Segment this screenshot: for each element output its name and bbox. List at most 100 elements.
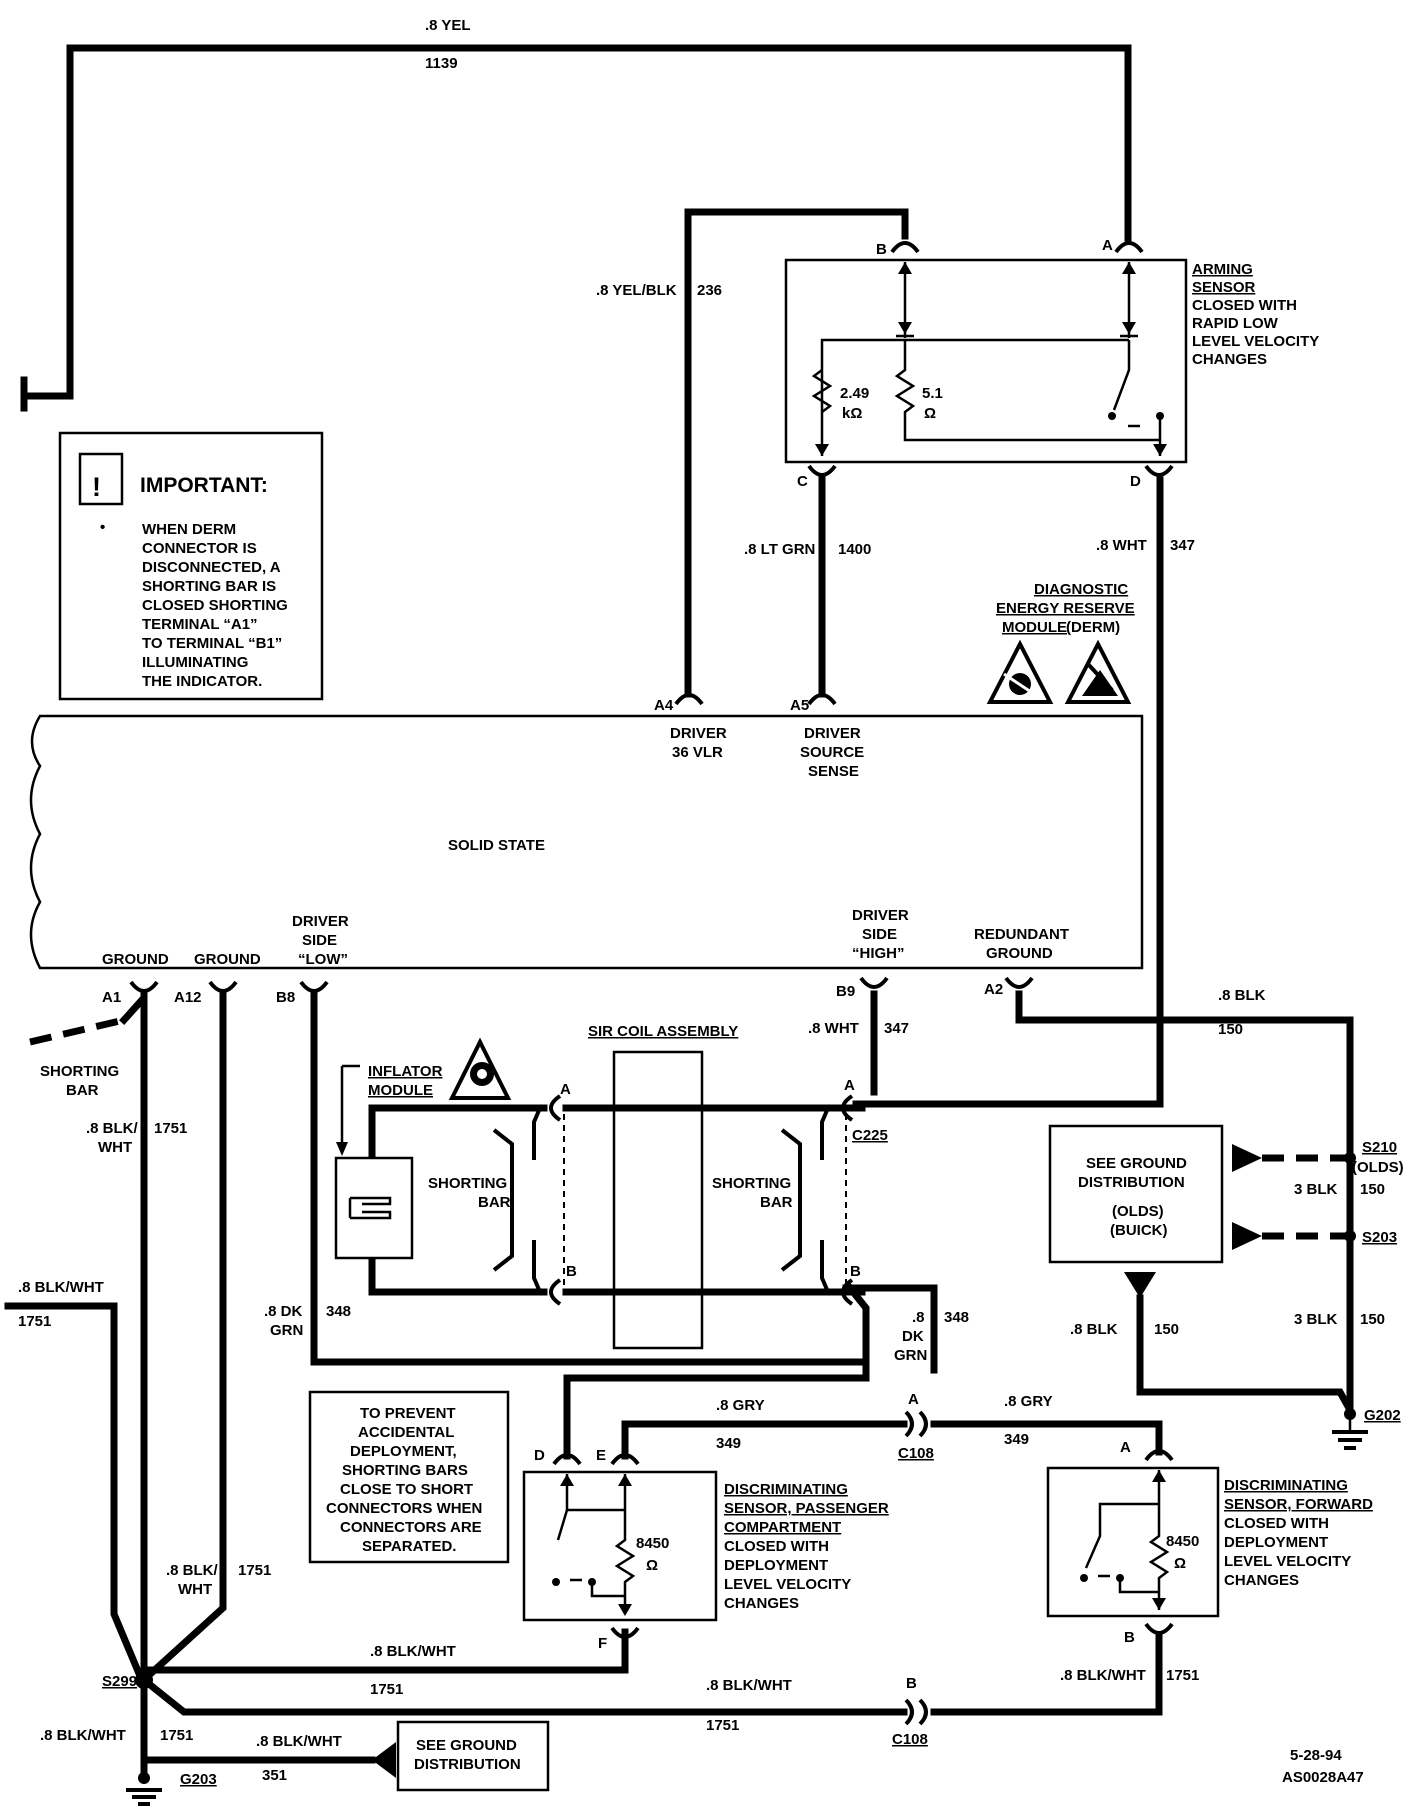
wire-1139: .8 YEL 1139	[20, 17, 1132, 412]
disc-pass-res-unit: Ω	[646, 1557, 658, 1574]
wire-348-right-color-1: .8	[912, 1309, 925, 1326]
wire-348-left-color-2: GRN	[270, 1322, 303, 1339]
wire-150-grd-circuit: 150	[1154, 1321, 1179, 1338]
disc-fwd-desc-2: DEPLOYMENT	[1224, 1534, 1328, 1551]
shorting-bar-1-line-2: BAR	[478, 1194, 511, 1211]
derm-driver-high-3: “HIGH”	[852, 945, 905, 962]
wire-347-circuit: 347	[1170, 537, 1195, 554]
splice-s299: S299	[102, 1673, 137, 1690]
disc-fwd-title-1: DISCRIMINATING	[1224, 1477, 1348, 1494]
important-note: ! IMPORTANT: • WHEN DERM CONNECTOR IS DI…	[58, 431, 324, 701]
arming-pin-d: D	[1130, 473, 1141, 490]
arming-pin-c: C	[797, 473, 808, 490]
derm-pin-b8: B8	[276, 989, 295, 1006]
disc-pass-pin-d: D	[534, 1447, 545, 1464]
derm-driver-source-1: DRIVER	[804, 725, 861, 742]
wire-348-left-color-1: .8 DK	[264, 1303, 303, 1320]
footer-date: 5-28-94	[1290, 1747, 1342, 1764]
wire-236: .8 YEL/BLK 236	[596, 208, 909, 706]
wire-1751-a1-color-1: .8 BLK/	[86, 1120, 139, 1137]
derm-pin-a1: A1	[102, 989, 121, 1006]
wire-150-s210-color: 3 BLK	[1294, 1181, 1338, 1198]
ground-dist-arrow-1	[1232, 1144, 1262, 1172]
ground-distribution-box: SEE GROUND DISTRIBUTION (OLDS) (BUICK) S…	[1048, 1124, 1404, 1450]
important-line-1: WHEN DERM	[142, 521, 236, 538]
prevent-line-4: SHORTING BARS	[342, 1462, 468, 1479]
shorting-bar-1-line-1: SHORTING	[428, 1175, 507, 1192]
c225-label: C225	[852, 1127, 888, 1144]
arming-desc-3: LEVEL VELOCITY	[1192, 333, 1319, 350]
esd-warning-icon-1	[986, 639, 1054, 704]
coil-left-pin-b: B	[566, 1263, 577, 1280]
wire-347-b9-circuit: 347	[884, 1020, 909, 1037]
wire-1751-a12: .8 BLK/ WHT 1751	[143, 990, 271, 1681]
wire-347-b9-color: .8 WHT	[808, 1020, 859, 1037]
arming-sensor: B A C D 2.49 kΩ 5.1 Ω ARMING SENSOR CLOS…	[784, 237, 1319, 490]
important-title: IMPORTANT:	[140, 474, 268, 497]
disc-pass-desc-3: LEVEL VELOCITY	[724, 1576, 851, 1593]
arming-pin-b: B	[876, 241, 887, 258]
disc-fwd-res-value: 8450	[1166, 1533, 1199, 1550]
disc-pass-title-3: COMPARTMENT	[724, 1519, 841, 1536]
disc-pass-desc-1: CLOSED WITH	[724, 1538, 829, 1555]
derm-driver-vlr-1: DRIVER	[670, 725, 727, 742]
derm-pin-a5: A5	[790, 697, 809, 714]
prevent-line-6: CONNECTORS WHEN	[326, 1500, 482, 1517]
disc-pass-switch-icon	[552, 1578, 560, 1586]
wire-349-right-circuit: 349	[1004, 1431, 1029, 1448]
derm-driver-low-1: DRIVER	[292, 913, 349, 930]
derm-driver-high-1: DRIVER	[852, 907, 909, 924]
derm-redundant-2: GROUND	[986, 945, 1053, 962]
diagram-footer: 5-28-94 AS0028A47	[1282, 1747, 1364, 1786]
wire-150-s203-circuit: 150	[1360, 1311, 1385, 1328]
inflator-title-1: INFLATOR	[368, 1063, 443, 1080]
wire-236-circuit: 236	[697, 282, 722, 299]
derm-redundant-1: REDUNDANT	[974, 926, 1069, 943]
ground-g202: G202	[1364, 1407, 1401, 1424]
derm-driver-source-2: SOURCE	[800, 744, 864, 761]
important-line-9: THE INDICATOR.	[142, 673, 262, 690]
derm-pin-a2: A2	[984, 981, 1003, 998]
sir-coil-title: SIR COIL ASSEMBLY	[588, 1023, 738, 1040]
resistor-1-unit: kΩ	[842, 405, 862, 422]
disc-pass-resistor-icon	[614, 1474, 636, 1614]
arming-title-1: ARMING	[1192, 261, 1253, 278]
wire-150-a2-color: .8 BLK	[1218, 987, 1266, 1004]
wire-1139-color: .8 YEL	[425, 17, 471, 34]
derm-driver-high-2: SIDE	[862, 926, 897, 943]
shorting-bar-2-line-2: BAR	[760, 1194, 793, 1211]
wire-351-circuit: 351	[262, 1767, 287, 1784]
derm-title-3: MODULE	[1002, 619, 1067, 636]
wire-1751-bottom-color: .8 BLK/WHT	[706, 1677, 792, 1694]
wire-1751-f-circuit: 1751	[370, 1681, 403, 1698]
arming-switch-icon	[1108, 412, 1116, 420]
wire-347-color: .8 WHT	[1096, 537, 1147, 554]
prevent-line-5: CLOSE TO SHORT	[340, 1481, 473, 1498]
derm-driver-low-2: SIDE	[302, 932, 337, 949]
wire-349: .8 GRY 349 .8 GRY 349 A C108	[621, 1391, 1163, 1462]
important-line-8: ILLUMINATING	[142, 654, 248, 671]
derm-title-2: ENERGY RESERVE	[996, 600, 1135, 617]
derm-pin-b9: B9	[836, 983, 855, 1000]
wire-1751-network: S299 .8 BLK/WHT 1751 .8 BLK/WHT 1751 B C…	[40, 1628, 1199, 1806]
derm-shorting-bar-2: BAR	[66, 1082, 99, 1099]
wire-236-color: .8 YEL/BLK	[596, 282, 677, 299]
diode-2-icon	[1122, 322, 1136, 334]
derm-pin-a12: A12	[174, 989, 202, 1006]
wire-349-right-color: .8 GRY	[1004, 1393, 1053, 1410]
wire-1400: .8 LT GRN 1400	[744, 476, 871, 706]
ground-dist-line-4: (BUICK)	[1110, 1222, 1168, 1239]
derm-solid-state: SOLID STATE	[448, 837, 545, 854]
derm-pin-a4: A4	[654, 697, 674, 714]
coil-right-pin-a: A	[844, 1077, 855, 1094]
wire-1751-a1-circuit: 1751	[154, 1120, 187, 1137]
disc-sensor-passenger: D E F 8450 Ω DISCRIMINATING SENSOR, PASS…	[522, 1447, 889, 1652]
arming-pin-d-connector	[1144, 464, 1174, 477]
ground-dist-arrow-3	[1124, 1272, 1156, 1298]
derm-title: DIAGNOSTIC ENERGY RESERVE MODULE (DERM)	[986, 581, 1135, 704]
sir-coil-assembly: SIR COIL ASSEMBLY A B A B C225 SHORTING …	[428, 1023, 888, 1350]
c108-bottom-name: C108	[892, 1731, 928, 1748]
important-line-5: CLOSED SHORTING	[142, 597, 288, 614]
svg-text:!: !	[92, 472, 101, 502]
shorting-bar-2-icon	[780, 1128, 802, 1272]
